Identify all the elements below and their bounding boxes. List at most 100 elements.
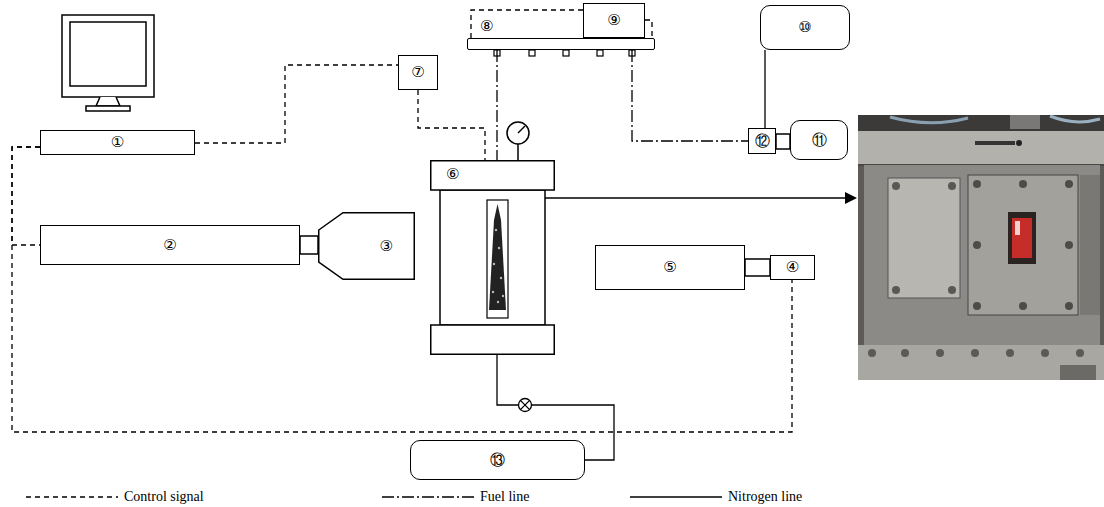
control-signal-line: [195, 65, 398, 143]
photo-window: [1008, 212, 1036, 264]
pointer-head: [845, 192, 857, 204]
rail-outlet: [597, 50, 603, 56]
fuel-spray: [489, 204, 506, 310]
rail-outlet: [563, 50, 569, 56]
valve-cross: [520, 400, 529, 409]
photo-screw: [1016, 140, 1022, 146]
legend-item: Fuel line: [382, 487, 529, 507]
photo-bolt: [1065, 180, 1073, 188]
callout-number: ②: [163, 238, 176, 253]
monitor-frame: [62, 15, 154, 97]
vessel-bottom-flange: [431, 325, 555, 354]
photo-window-glow: [1012, 218, 1032, 258]
photo-bolt: [936, 349, 944, 357]
fuel-tank: ⑩: [760, 5, 850, 50]
light-source-box: ⑤: [595, 245, 745, 290]
legend-label: Control signal: [124, 489, 204, 505]
monitor-screen: [70, 22, 146, 86]
callout-number: ⑩: [798, 20, 811, 35]
control-signal-line: [418, 90, 485, 160]
legend-line: [382, 496, 474, 497]
photo-bolt: [948, 286, 956, 294]
legend-item: Control signal: [26, 487, 204, 507]
photo-fitting: [1010, 115, 1040, 129]
laser-box: ②: [40, 225, 300, 265]
gauge-dial: [507, 122, 529, 144]
vessel-body: [440, 190, 545, 325]
photo-bolt: [1041, 349, 1049, 357]
controller-box: ⑦: [398, 55, 438, 90]
monitor-foot: [86, 106, 130, 111]
spray-droplet: [500, 277, 502, 279]
photo-reflection: [1015, 221, 1020, 235]
valve-symbol: [519, 399, 532, 412]
pump-coupling: [776, 134, 790, 149]
callout-number: ⑥: [446, 167, 459, 182]
vessel-top-flange: [431, 161, 555, 190]
chamber-vessel: ⑥: [430, 160, 555, 355]
photo-window-plate: [968, 175, 1078, 315]
photo-bolt: [892, 182, 900, 190]
lamp-coupling: [745, 259, 770, 276]
callout-number: ⑬: [490, 453, 505, 468]
photo-bolts: [973, 180, 1073, 310]
photo-bolt: [948, 182, 956, 190]
photo-cable: [890, 117, 968, 123]
driver-box: ⑨: [583, 3, 645, 38]
computer-box: ①: [40, 130, 195, 155]
callout-number: ①: [111, 135, 124, 150]
callout-number: ⑦: [411, 65, 424, 80]
callout-number: ⑪: [812, 133, 827, 148]
pressure-gauge: [507, 122, 529, 160]
callout-number: ③: [380, 239, 393, 254]
photo-side-bar: [1080, 175, 1100, 315]
control-signal-line: [645, 20, 652, 38]
photo-bolts: [892, 182, 956, 294]
valve-cross: [520, 400, 529, 409]
photo-bolt: [1065, 302, 1073, 310]
photo-bolts: [868, 349, 1084, 357]
photo-top-clutter: [858, 115, 1104, 131]
fuel-line: [632, 50, 748, 141]
spray-droplet: [498, 247, 500, 249]
photo-bolt: [973, 180, 981, 188]
legend-label: Nitrogen line: [728, 489, 802, 505]
photo-bolt: [973, 241, 981, 249]
photo-bracket: [1060, 365, 1096, 380]
callout-number: ⑤: [663, 260, 676, 275]
legend-item: Nitrogen line: [630, 487, 802, 507]
photo-top-flange: [858, 131, 1104, 165]
rail-outlet: [529, 50, 535, 56]
photo-ground: [858, 115, 1104, 380]
apparatus-photo: [858, 115, 1104, 380]
valve-circle: [519, 399, 532, 412]
control-signal-line: [12, 147, 792, 432]
photo-bolt: [868, 349, 876, 357]
photo-bolt: [1019, 302, 1027, 310]
legend-sample: [630, 492, 722, 502]
spray-droplet: [493, 263, 495, 265]
photo-bolt: [971, 349, 979, 357]
fuel-line: [496, 50, 497, 160]
spray-droplet: [497, 301, 499, 303]
legend-label: Fuel line: [480, 489, 529, 505]
computer-monitor: [62, 15, 154, 111]
photo-bolt: [892, 286, 900, 294]
spray-droplet: [495, 229, 497, 231]
valve-box: ⑫: [748, 128, 776, 154]
photo-bolt: [901, 349, 909, 357]
legend-line: [630, 496, 722, 497]
lens-mount: [300, 236, 318, 254]
trigger-box: ④: [770, 255, 815, 280]
gauge-needle: [518, 126, 525, 133]
legend-line: [26, 496, 118, 497]
camera-lens: ③: [318, 212, 415, 280]
photo-slot: [975, 141, 1015, 145]
legend-sample: [26, 492, 118, 502]
photo-bolt: [1076, 349, 1084, 357]
vessel-window: [487, 200, 508, 318]
photo-bolt: [1019, 180, 1027, 188]
spray-droplet: [492, 291, 494, 293]
nitrogen-line: [764, 50, 765, 128]
lens-outline: [318, 212, 415, 280]
